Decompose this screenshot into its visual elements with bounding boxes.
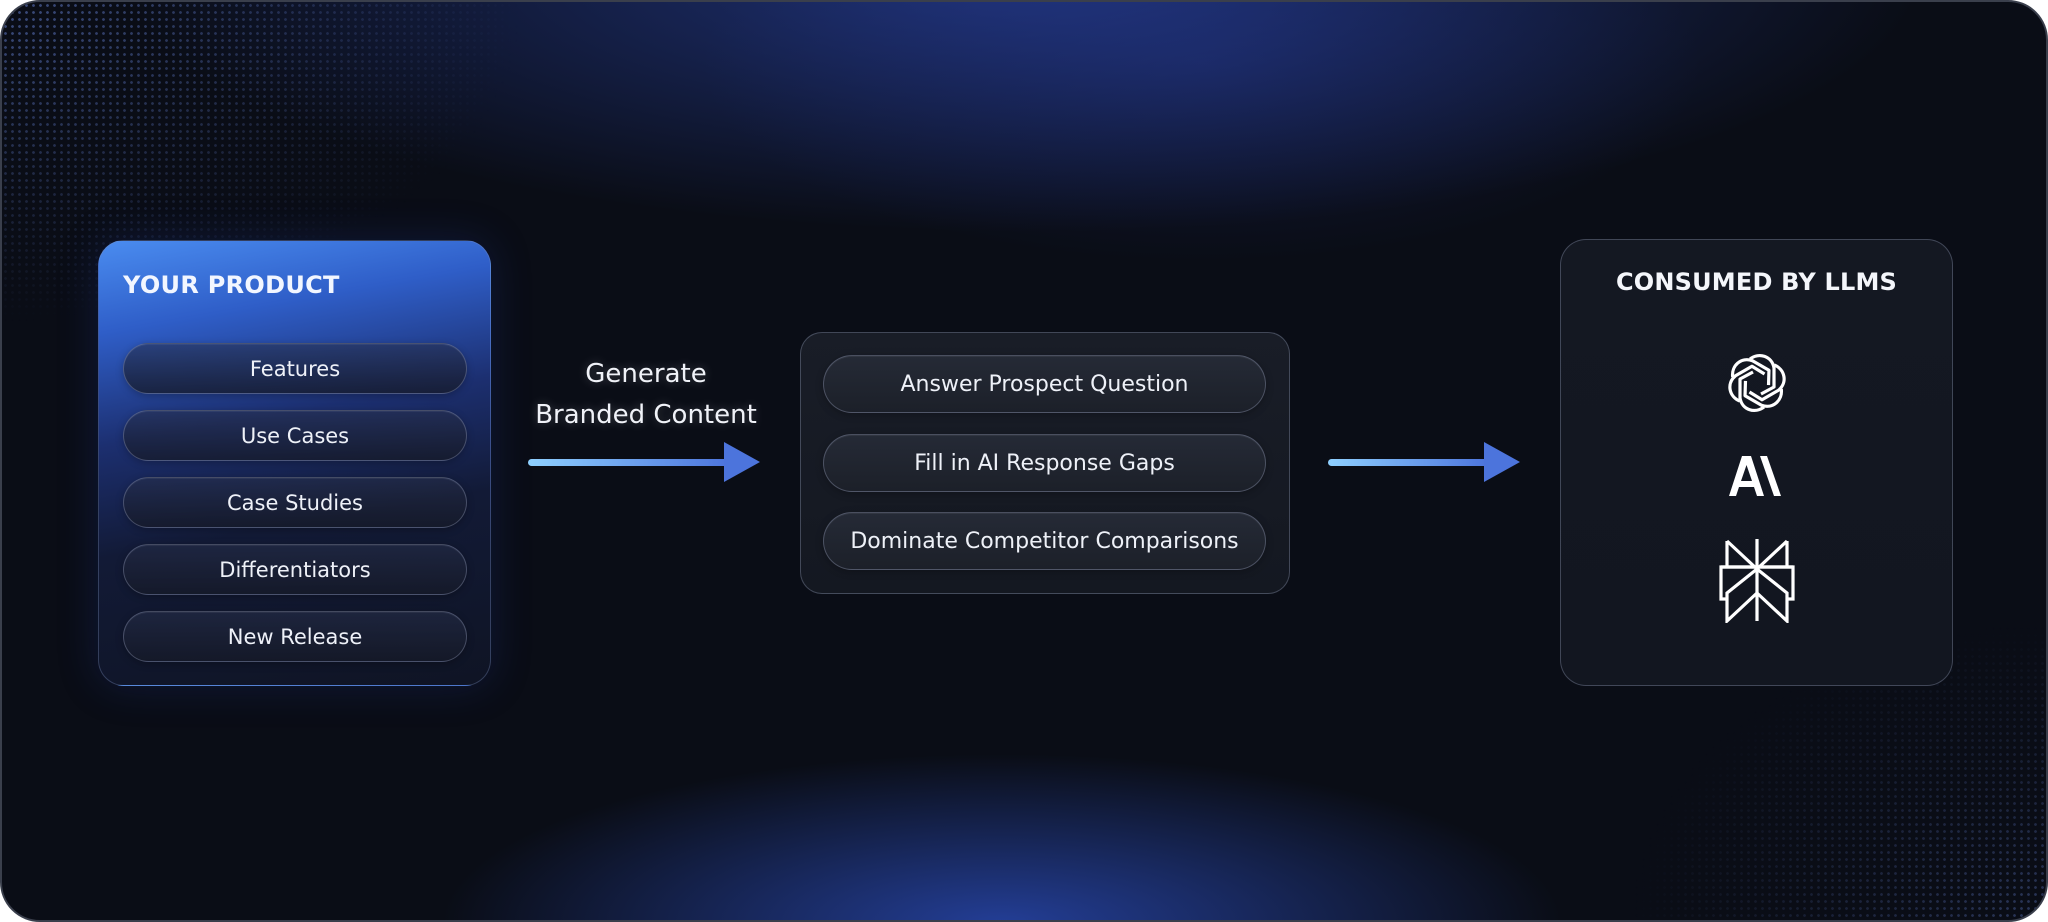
- product-item-case-studies[interactable]: Case Studies: [123, 477, 467, 528]
- generated-content-card: Answer Prospect Question Fill in AI Resp…: [800, 332, 1290, 594]
- anthropic-logo-icon: [1728, 456, 1781, 496]
- product-item-features[interactable]: Features: [123, 343, 467, 394]
- output-item-answer-prospect-question[interactable]: Answer Prospect Question: [823, 355, 1266, 413]
- arrow-right-icon: [1328, 442, 1520, 482]
- output-item-dominate-competitor-comparisons[interactable]: Dominate Competitor Comparisons: [823, 512, 1266, 570]
- consumed-by-llms-card: CONSUMED BY LLMS: [1560, 239, 1953, 686]
- generate-label-line-2: Branded Content: [535, 400, 757, 430]
- generate-branded-content-label: Generate Branded Content: [510, 354, 782, 436]
- your-product-title: YOUR PRODUCT: [123, 271, 340, 299]
- perplexity-logo-icon: [1718, 539, 1795, 623]
- arrow-right-icon: [528, 442, 760, 482]
- product-item-new-release[interactable]: New Release: [123, 611, 467, 662]
- your-product-card: YOUR PRODUCT Features Use Cases Case Stu…: [98, 240, 491, 686]
- generate-label-line-1: Generate: [585, 359, 707, 389]
- consumed-by-llms-title: CONSUMED BY LLMS: [1615, 268, 1898, 296]
- product-item-use-cases[interactable]: Use Cases: [123, 410, 467, 461]
- product-item-differentiators[interactable]: Differentiators: [123, 544, 467, 595]
- openai-logo-icon: [1723, 352, 1790, 414]
- output-item-fill-ai-response-gaps[interactable]: Fill in AI Response Gaps: [823, 434, 1266, 492]
